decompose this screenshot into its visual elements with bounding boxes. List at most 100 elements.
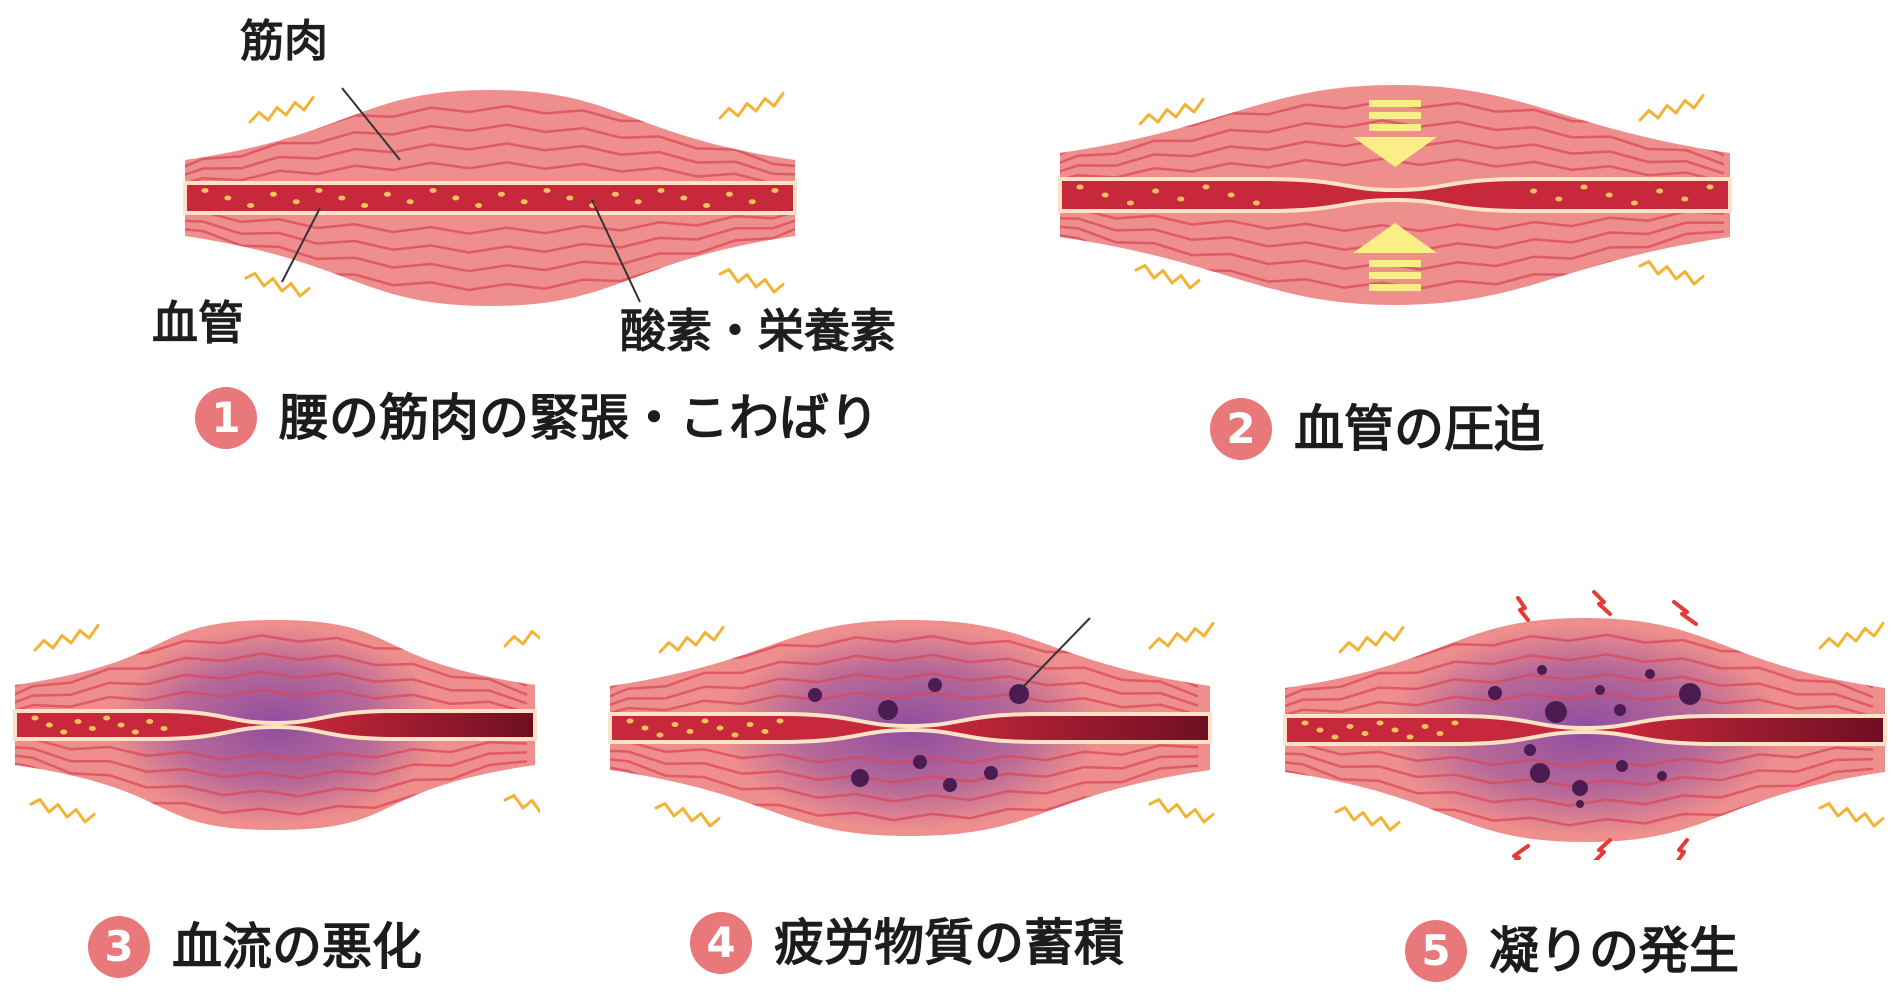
blood-vessel [608,712,1212,744]
nutrient-particle [452,195,460,201]
nutrient-particle [1451,720,1459,726]
nutrient-particle [671,722,679,727]
nutrient-particle [680,195,688,201]
muscle-fibre [1285,653,1874,707]
arrow-bar [1369,284,1421,291]
nutrient-particle [716,725,724,731]
blood-vessel [1283,714,1887,746]
nutrient-particle [1126,200,1134,206]
step-5-number-badge: 5 [1405,920,1467,982]
tension-squiggle [244,272,311,298]
nutrient-particle [60,729,68,735]
tension-squiggle [1638,94,1705,122]
nutrient-particle [686,729,694,734]
spark-mark [1592,590,1612,616]
fatigue-substance-dot [913,755,927,769]
fatigue-substance-dot [878,700,898,720]
vessel-compressed-illustration [1058,85,1732,305]
fatigue-substance-dot [808,688,822,702]
nutrient-particle [269,191,277,197]
nutrient-particle [475,203,483,208]
fatigue-substance-dot [851,769,869,787]
fatigue-substance-dot [1524,744,1536,756]
fatigue-substance-dot [1530,763,1550,783]
muscle-relaxed-illustration [183,90,797,306]
nutrient-particle [1580,184,1588,190]
nutrient-particle [1630,200,1638,206]
step-2-number-badge: 2 [1210,398,1272,460]
nutrient-particle [74,719,82,724]
nutrient-particle [429,188,437,193]
muscle-fibre [1285,692,1874,722]
nutrient-particle [761,729,769,734]
nutrient-particle [1706,184,1714,190]
muscle-fibre [185,214,795,254]
muscle-fibre [15,751,528,798]
fatigue-substance-dot [1616,760,1628,772]
nutrient-particle [1421,724,1429,729]
arrow-bar [1369,100,1421,107]
muscle-fibre [185,161,795,190]
arrow-bar [1369,260,1421,267]
muscle-fibre [185,123,795,176]
tension-squiggle [654,802,721,828]
nutrient-particle [1177,196,1185,202]
tension-squiggle [718,92,785,120]
fatigue-substance-dot [1488,686,1502,700]
muscle-pointer [341,87,401,161]
tension-squiggle [658,626,725,654]
tension-squiggle [1138,98,1205,126]
muscle-fibre [1060,119,1725,172]
tension-squiggle [503,794,540,815]
nutrient-particle [103,715,111,721]
nutrient-particle [1376,720,1384,726]
nutrient-particle [247,203,255,208]
arrow-head [1353,223,1437,253]
fatigue-substance-dot [1545,701,1567,723]
oxygen-nutrients-label: 酸素・栄養素 [620,304,896,358]
step-2-caption: 2 血管の圧迫 [1210,398,1544,460]
muscle-fibre [1060,157,1725,187]
nutrient-particle [611,191,619,197]
nutrient-particle [566,195,574,201]
nutrient-particle [771,188,779,193]
step-4-number-badge: 4 [690,912,752,974]
muscle-fibre [610,749,1199,784]
muscle-fibre [1285,758,1874,807]
arrow-bar [1369,272,1421,279]
nutrient-particles [1076,184,1714,206]
nutrient-particle [1436,731,1444,736]
nutrient-particle [1530,188,1538,194]
vessel-label: 血管 [152,296,244,350]
nutrient-particles [201,188,779,208]
tension-squiggle [503,630,540,648]
step-1-caption: 1 腰の筋肉の緊張・こわばり [195,387,879,449]
nutrient-particle [497,191,505,197]
tension-squiggle [248,96,315,124]
muscle-fibre [185,221,795,273]
nutrient-particle [1076,184,1084,190]
muscle-fibre [1060,207,1725,233]
nutrient-particle [626,718,634,724]
blood-vessel [1058,177,1732,213]
nutrient-particle [160,726,168,731]
spark-mark [1516,596,1530,622]
step-4-caption: 4 疲労物質の蓄積 [690,912,1124,974]
nutrient-particle [131,729,139,735]
nutrient-particle [361,203,369,208]
spark-mark [1512,844,1530,860]
step-3-number-badge: 3 [88,916,150,978]
fatigue-substance-dot [1614,704,1626,716]
arrow-head [1353,137,1437,167]
nutrient-particle [634,199,642,205]
fatigue-substance-dot [928,678,942,692]
fatigue-substance-dot [1679,683,1701,705]
vessel-pointer [281,207,321,283]
muscle-fibre [185,142,795,183]
muscle-label: 筋肉 [240,16,328,67]
tension-squiggle [1818,622,1885,650]
nutrient-particle [315,188,323,193]
nutrient-particle [1101,192,1109,198]
nutrient-particles [626,718,784,738]
